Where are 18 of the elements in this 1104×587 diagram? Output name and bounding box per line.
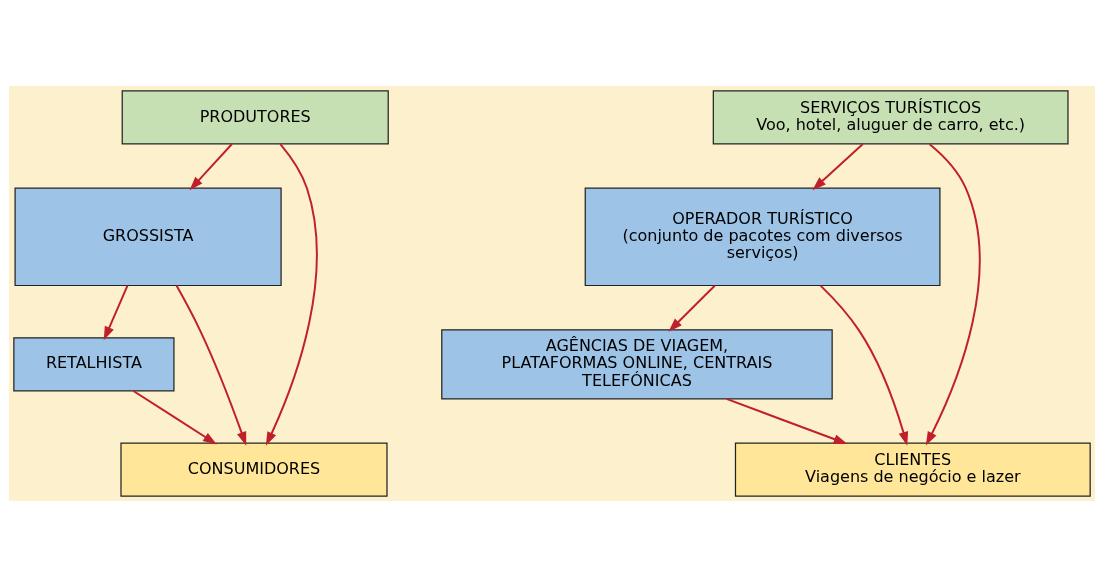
- arrow: [175, 284, 247, 446]
- node-box: CLIENTES Viagens de negócio e lazer: [734, 442, 1091, 497]
- node-box: RETALHISTA: [13, 337, 175, 392]
- node-box: CONSUMIDORES: [120, 442, 388, 497]
- arrow: [132, 389, 217, 445]
- node-box: SERVIÇOS TURÍSTICOS Voo, hotel, aluguer de carro, etc.): [712, 90, 1069, 145]
- arrow: [265, 143, 318, 446]
- node-box: OPERADOR TURÍSTICO (conjunto de pacotes com diversos serviços): [584, 187, 941, 287]
- arrow: [668, 284, 716, 332]
- arrow: [812, 143, 864, 191]
- node-box: AGÊNCIAS DE VIAGEM, PLATAFORMAS ONLINE, CENTRAIS TELEFÓNICAS: [441, 329, 833, 400]
- arrow: [725, 397, 848, 444]
- arrow: [103, 284, 129, 341]
- arrow: [189, 143, 233, 191]
- node-box: PRODUTORES: [121, 90, 389, 145]
- arrow: [819, 284, 909, 446]
- arrow: [925, 143, 981, 446]
- node-box: GROSSISTA: [14, 187, 282, 287]
